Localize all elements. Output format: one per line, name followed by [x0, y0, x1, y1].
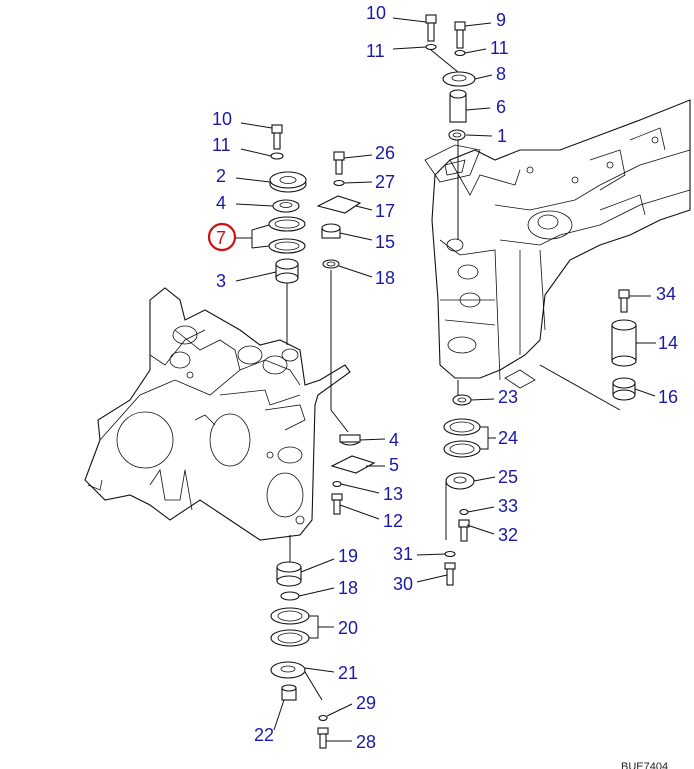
figure-id: BUE7404 [621, 761, 668, 769]
callout-10-left: 10 [212, 109, 232, 129]
callout-12: 12 [383, 511, 403, 531]
callout-11-top-left: 11 [366, 41, 385, 61]
callout-7-highlight-ring [207, 222, 237, 252]
callout-30: 30 [393, 574, 413, 594]
lower-hinge-stack-right [443, 380, 481, 586]
callout-15: 15 [375, 232, 395, 252]
callout-28: 28 [356, 732, 376, 752]
callout-21: 21 [338, 663, 358, 683]
callout-16: 16 [658, 387, 678, 407]
rear-frame [424, 99, 691, 389]
lower-pin-stack-middle [330, 434, 376, 515]
callout-11-top-right: 11 [490, 38, 509, 58]
lower-hinge-stack-left [270, 535, 329, 749]
callout-labels: 10 9 11 11 8 6 1 10 11 2 4 7 3 26 27 17 … [207, 3, 678, 769]
callout-18-lower: 18 [338, 578, 358, 598]
front-frame [84, 287, 351, 541]
callout-23: 23 [498, 387, 518, 407]
callout-33: 33 [498, 496, 518, 516]
callout-7: 7 [216, 228, 226, 248]
callout-8: 8 [496, 64, 506, 84]
upper-hinge-stack-left [268, 124, 307, 345]
callout-18-upper: 18 [375, 268, 395, 288]
callout-27: 27 [375, 172, 395, 192]
upper-pin-stack-middle [316, 151, 362, 433]
callout-3: 3 [216, 271, 226, 291]
callout-20: 20 [338, 618, 358, 638]
callout-13: 13 [383, 484, 403, 504]
callout-1: 1 [497, 126, 507, 146]
right-side-parts [539, 289, 637, 411]
callout-11-left: 11 [212, 135, 231, 155]
callout-9: 9 [496, 10, 506, 30]
callout-34: 34 [656, 284, 676, 304]
callout-6: 6 [496, 97, 506, 117]
callout-26: 26 [375, 143, 395, 163]
callout-14: 14 [658, 333, 678, 353]
callout-5: 5 [389, 455, 399, 475]
callout-17: 17 [375, 201, 395, 221]
callout-19: 19 [338, 546, 358, 566]
callout-31: 31 [393, 544, 413, 564]
callout-24: 24 [498, 428, 518, 448]
callout-4-upper: 4 [216, 193, 226, 213]
callout-32: 32 [498, 525, 518, 545]
callout-2: 2 [216, 166, 226, 186]
callout-10-top: 10 [366, 3, 386, 23]
callout-25: 25 [498, 467, 518, 487]
upper-hinge-stack-right [425, 14, 476, 240]
callout-4-lower: 4 [389, 430, 399, 450]
leader-lines [235, 17, 656, 742]
callout-22: 22 [254, 725, 274, 745]
callout-29: 29 [356, 693, 376, 713]
